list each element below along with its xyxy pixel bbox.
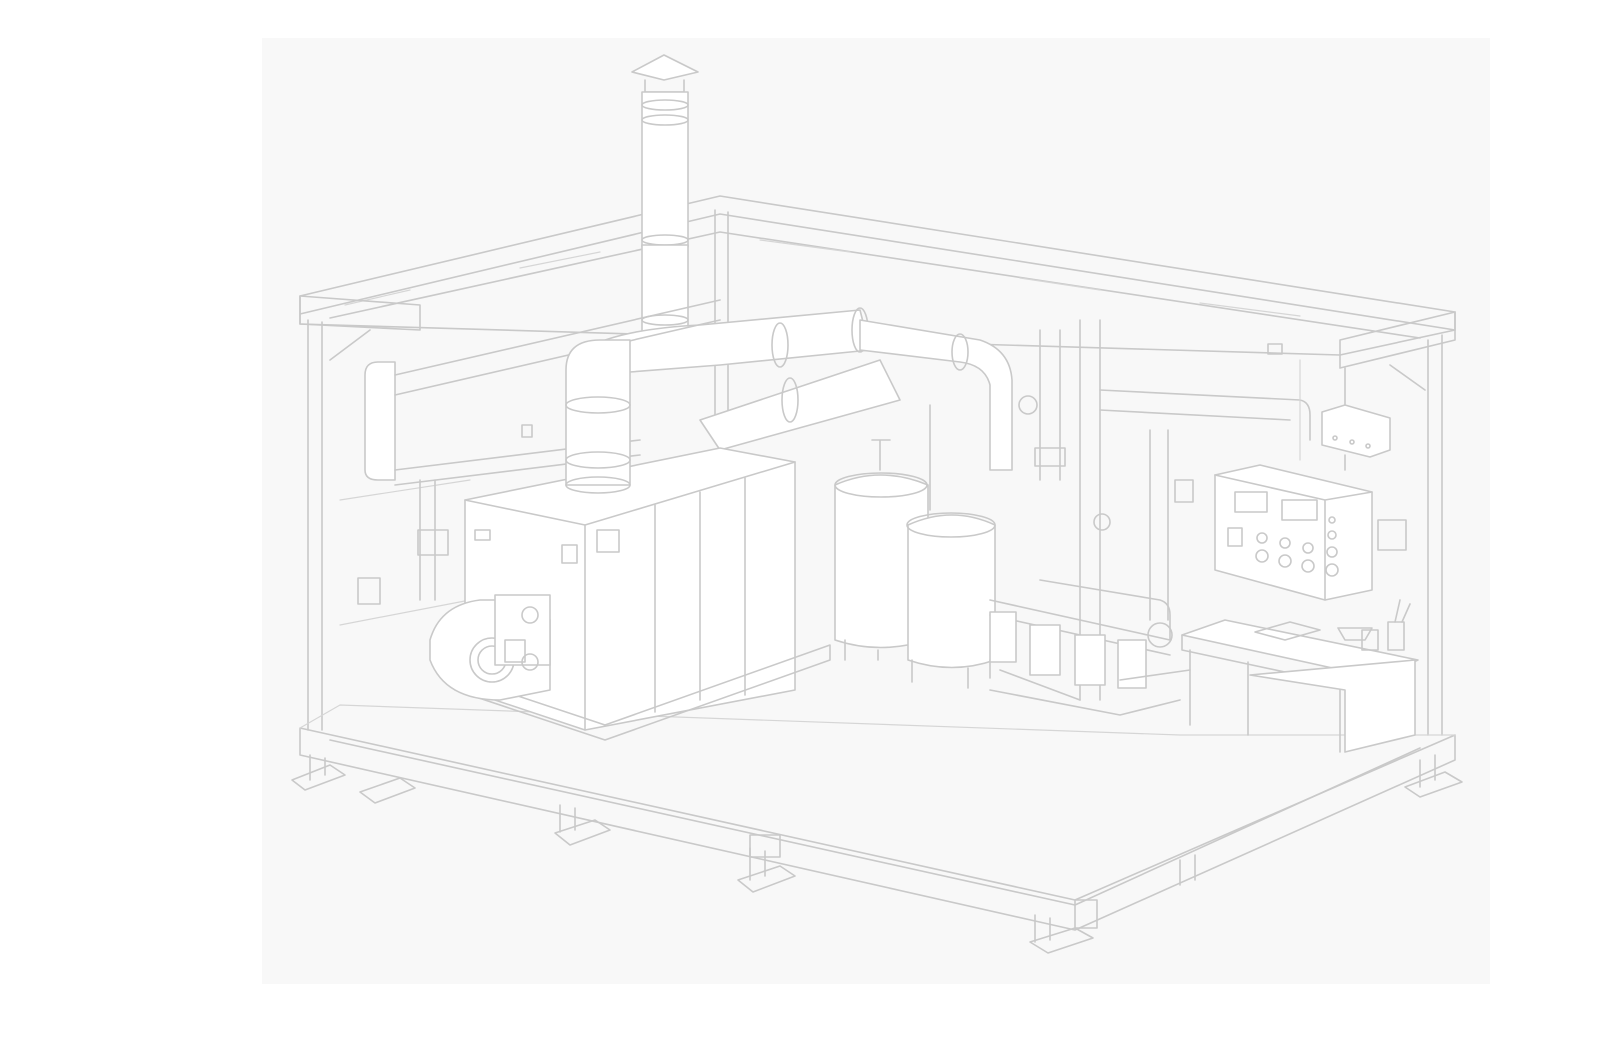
workbench bbox=[1181, 599, 1419, 753]
control-panel bbox=[1214, 404, 1407, 601]
pump-group bbox=[989, 579, 1191, 716]
wall-fixtures bbox=[357, 343, 1301, 605]
overhead-pipes bbox=[364, 299, 1311, 701]
chimney-stack bbox=[631, 54, 699, 346]
burner-assembly bbox=[429, 594, 551, 701]
expansion-tanks bbox=[834, 404, 996, 689]
